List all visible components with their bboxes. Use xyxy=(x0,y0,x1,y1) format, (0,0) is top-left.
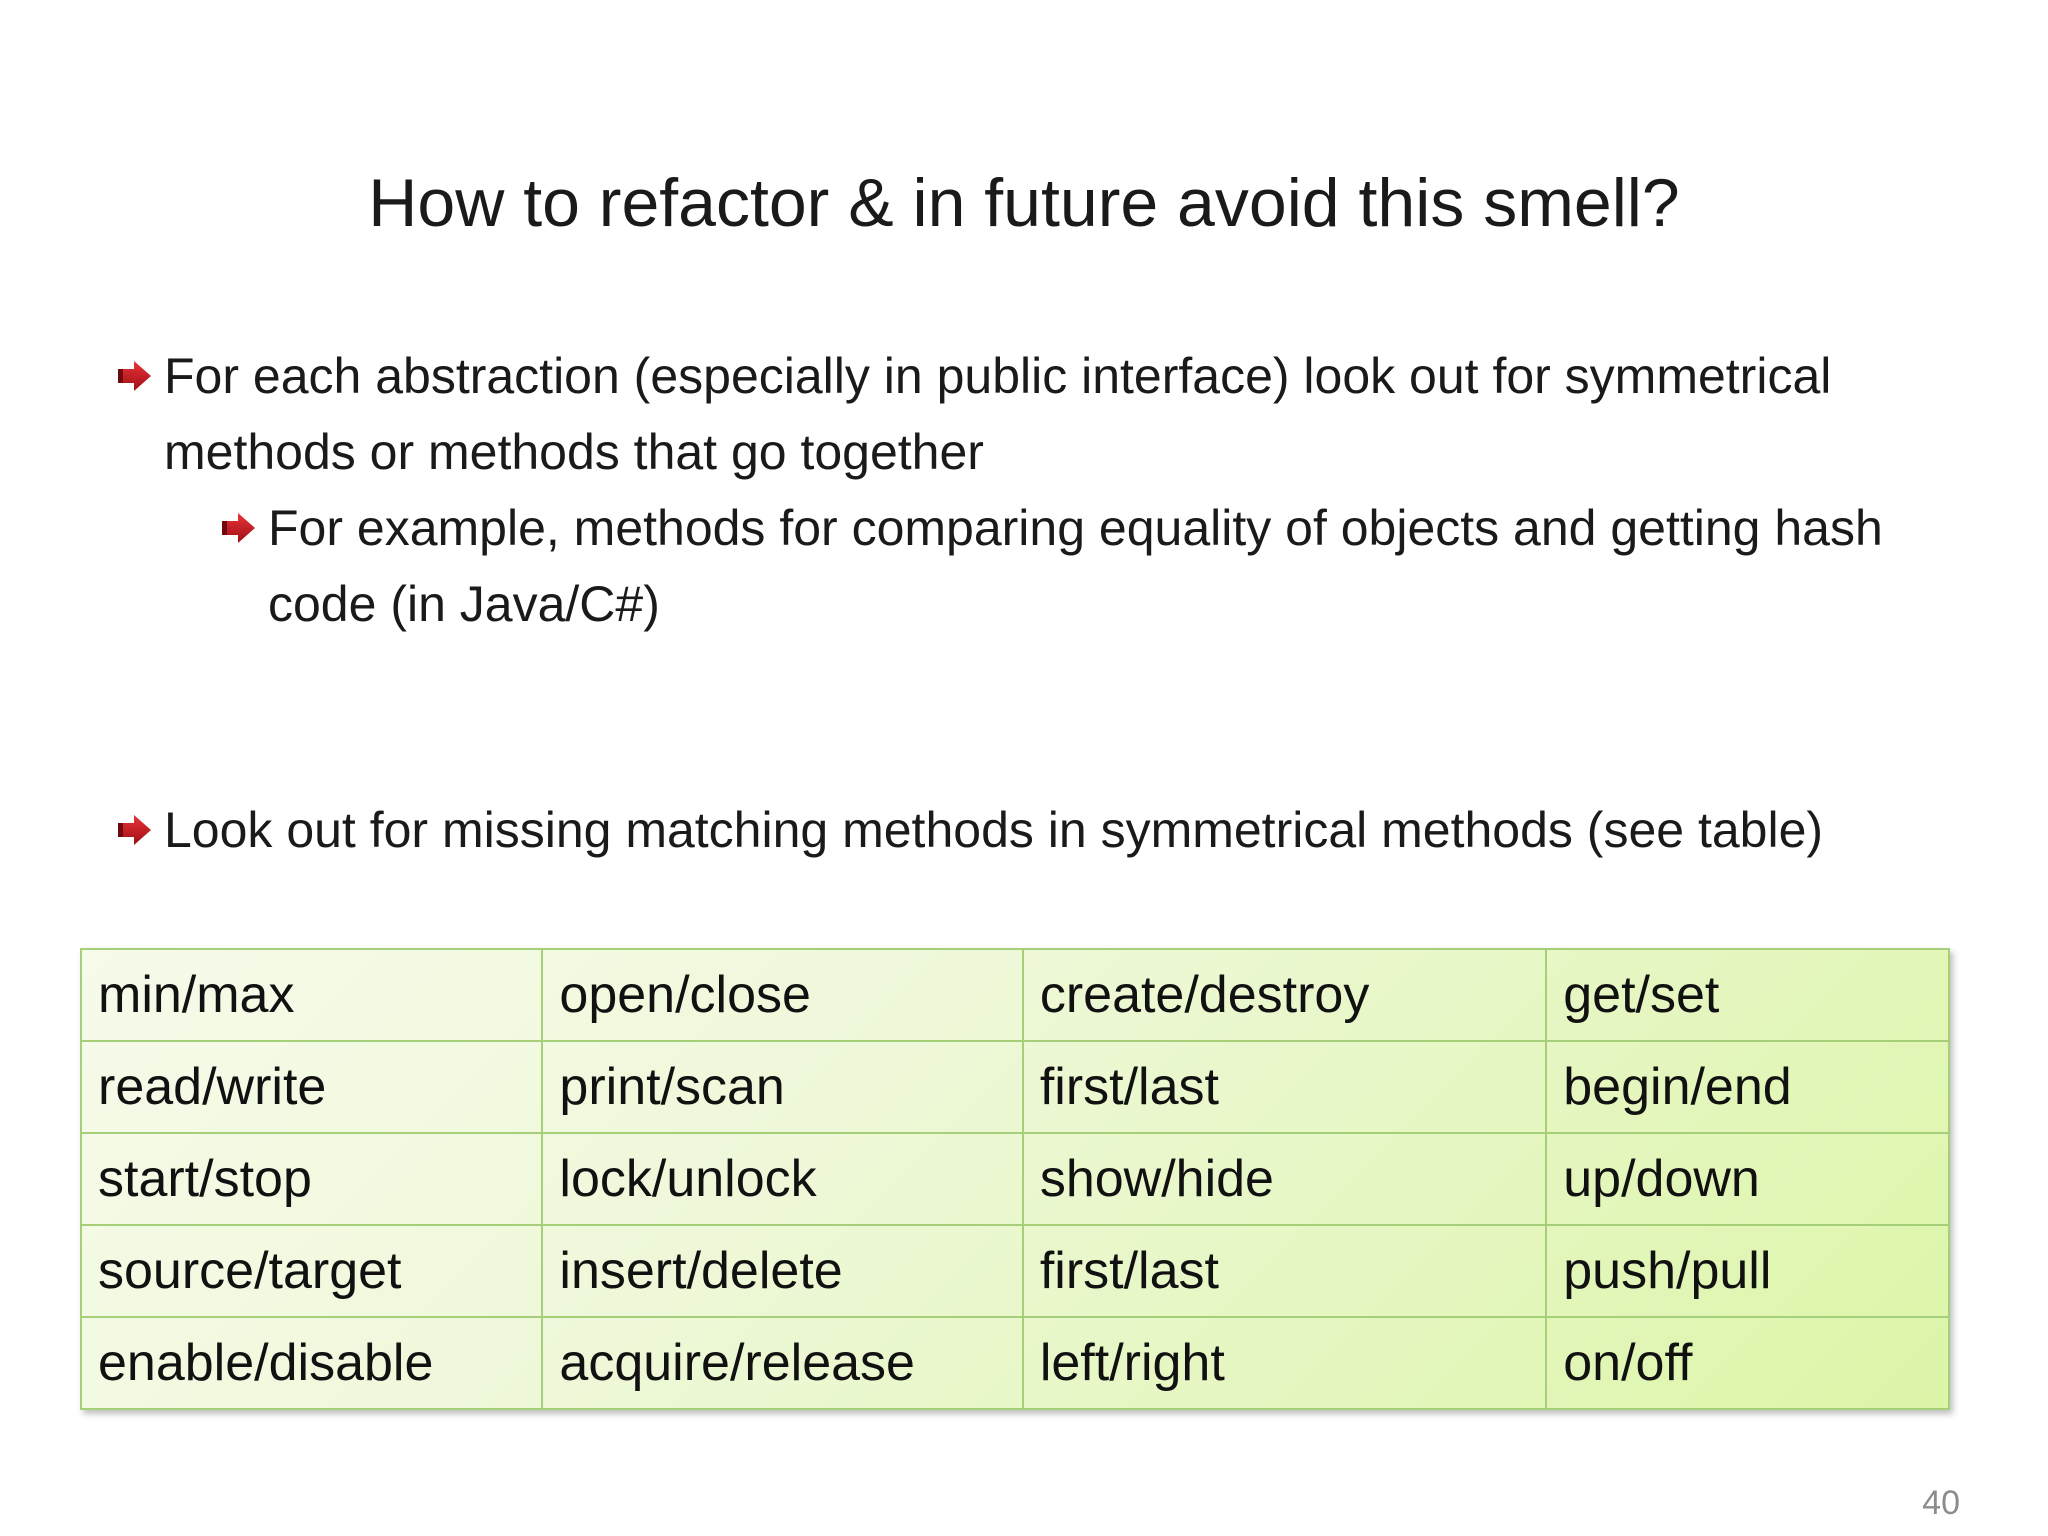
page-number: 40 xyxy=(1922,1484,1960,1522)
slide-title: How to refactor & in future avoid this s… xyxy=(368,165,1680,241)
table-cell: left/right xyxy=(1021,1316,1548,1410)
red-arrow-bullet-icon xyxy=(118,792,164,868)
table-row: min/max open/close create/destroy get/se… xyxy=(79,948,1950,1042)
sub-bullet-text: For example, methods for comparing equal… xyxy=(268,500,1883,632)
table-cell: push/pull xyxy=(1545,1224,1950,1318)
table-cell: create/destroy xyxy=(1021,948,1548,1042)
table-cell: first/last xyxy=(1021,1224,1548,1318)
bullet-text: For each abstraction (especially in publ… xyxy=(164,348,1832,480)
table-cell: get/set xyxy=(1545,948,1950,1042)
bullet-item: Look out for missing matching methods in… xyxy=(118,792,1958,868)
table-row: enable/disable acquire/release left/righ… xyxy=(79,1316,1950,1410)
table-cell: read/write xyxy=(79,1040,544,1134)
table-cell: first/last xyxy=(1021,1040,1548,1134)
table-cell: lock/unlock xyxy=(541,1132,1024,1226)
table-cell: begin/end xyxy=(1545,1040,1950,1134)
red-arrow-bullet-icon xyxy=(118,338,164,414)
sub-bullet-item: For example, methods for comparing equal… xyxy=(222,490,1958,642)
table-cell: insert/delete xyxy=(541,1224,1024,1318)
table-cell: up/down xyxy=(1545,1132,1950,1226)
table-row: start/stop lock/unlock show/hide up/down xyxy=(79,1132,1950,1226)
symmetrical-methods-table: min/max open/close create/destroy get/se… xyxy=(79,948,1950,1410)
table-cell: start/stop xyxy=(79,1132,544,1226)
table-cell: enable/disable xyxy=(79,1316,544,1410)
table-cell: open/close xyxy=(541,948,1024,1042)
red-arrow-bullet-icon xyxy=(222,490,268,566)
table-cell: print/scan xyxy=(541,1040,1024,1134)
bullet-text: Look out for missing matching methods in… xyxy=(164,802,1824,858)
table-cell: show/hide xyxy=(1021,1132,1548,1226)
table-cell: min/max xyxy=(79,948,544,1042)
table-row: read/write print/scan first/last begin/e… xyxy=(79,1040,1950,1134)
table-cell: source/target xyxy=(79,1224,544,1318)
bullet-item: For each abstraction (especially in publ… xyxy=(118,338,1958,490)
table-row: source/target insert/delete first/last p… xyxy=(79,1224,1950,1318)
table-cell: on/off xyxy=(1545,1316,1950,1410)
table-cell: acquire/release xyxy=(541,1316,1024,1410)
